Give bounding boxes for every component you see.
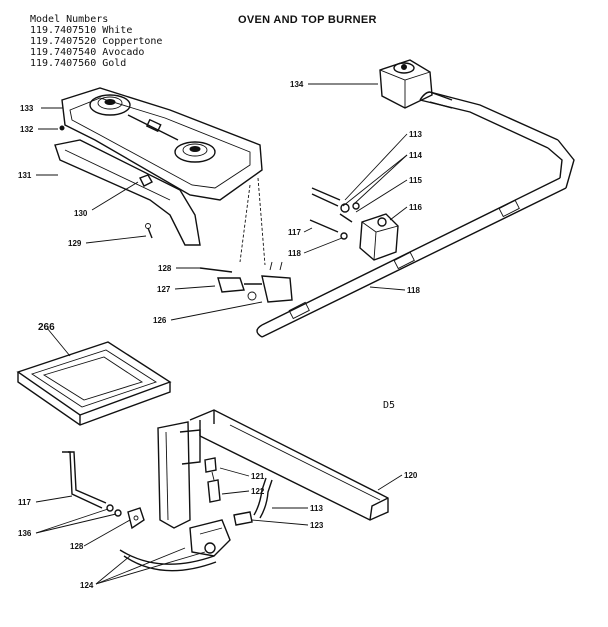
diagram-title: OVEN AND TOP BURNER: [238, 14, 377, 26]
model-number-item: 119.7407510 White: [30, 25, 133, 36]
callout-129: 129: [68, 239, 82, 248]
callout-134: 134: [290, 80, 304, 89]
manifold-pipe: [256, 91, 575, 338]
model-numbers-heading: Model Numbers: [30, 14, 109, 25]
oven-valve: [309, 187, 399, 261]
callout-113: 113: [409, 130, 422, 139]
callout-128: 128: [158, 264, 172, 273]
model-number-item: 119.7407520 Coppertone: [30, 36, 163, 47]
oven-burner-assembly: [62, 409, 389, 572]
callout-118-manifold: 118: [407, 286, 420, 295]
model-number-item: 119.7407560 Gold: [30, 58, 127, 69]
callout-133: 133: [20, 104, 34, 113]
model-numbers-block: Model Numbers 119.7407510 White 119.7407…: [30, 14, 162, 69]
callout-122: 122: [251, 487, 265, 496]
callout-124: 124: [80, 581, 94, 590]
callout-120: 120: [404, 471, 418, 480]
top-burner-assembly: [54, 87, 266, 266]
oven-regulator: [379, 59, 453, 109]
callout-131: 131: [18, 171, 32, 180]
model-number-item: 119.7407540 Avocado: [30, 47, 145, 58]
callout-114: 114: [409, 151, 422, 160]
callout-labels: 133 132 131 130 129 128 127 126 134 113 …: [18, 80, 422, 590]
burner-valve-group: [199, 261, 293, 303]
callout-121: 121: [251, 472, 265, 481]
callout-115: 115: [409, 176, 422, 185]
callout-130: 130: [74, 209, 88, 218]
callout-136: 136: [18, 529, 32, 538]
callout-113-lower: 113: [310, 504, 323, 513]
callout-132: 132: [20, 125, 34, 134]
callout-266: 266: [38, 322, 55, 333]
diagram-code: D5: [383, 400, 396, 411]
leader-lines: [35, 83, 408, 585]
callout-126: 126: [153, 316, 167, 325]
callout-123: 123: [310, 521, 324, 530]
callout-117: 117: [288, 228, 301, 237]
callout-128-lower: 128: [70, 542, 84, 551]
callout-117-lower: 117: [18, 498, 31, 507]
callout-116: 116: [409, 203, 422, 212]
callout-127: 127: [157, 285, 171, 294]
callout-118: 118: [288, 249, 301, 258]
broiler-pan: [16, 341, 172, 426]
